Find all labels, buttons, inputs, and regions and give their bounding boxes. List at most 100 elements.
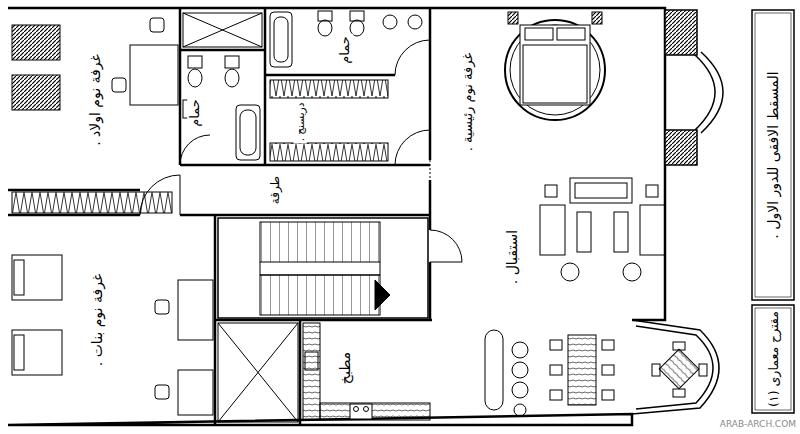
dining-furniture-part (602, 340, 614, 350)
girls-bedroom-furniture-part (155, 300, 169, 314)
title-frame-part (752, 305, 794, 413)
boys-bedroom-furniture (12, 18, 178, 213)
master-bay-window-part (665, 10, 697, 55)
boys-bedroom-furniture-part (130, 45, 178, 105)
girls-bedroom-furniture-part (155, 385, 169, 399)
dining-furniture (550, 335, 707, 405)
dining-furniture-part (673, 389, 685, 397)
bath-fixtures-part (183, 13, 262, 47)
reception-furniture-part (540, 205, 565, 255)
kitchen-counters-part (305, 352, 318, 370)
drawing-title-panel: المسقط الافقى للدور الاول . (756, 14, 790, 296)
dining-furniture-part (602, 365, 614, 375)
dressing-closets (270, 80, 388, 161)
girls-bedroom-furniture-part (12, 255, 62, 300)
bath-fixtures-part (183, 13, 262, 47)
bath-fixtures-part (188, 69, 202, 87)
dining-furniture-part (699, 364, 707, 376)
walls-part (180, 49, 265, 52)
doors-part (140, 175, 180, 215)
room: طرقة (180, 165, 430, 215)
walls-part (8, 8, 665, 425)
room-label: حمام (337, 34, 353, 66)
drawing-title: المسقط الافقى للدور الاول . (765, 69, 782, 240)
doors (140, 130, 462, 262)
reception-furniture-part (561, 263, 579, 281)
stair-part (375, 280, 390, 310)
corridor-shaft-part (218, 323, 298, 422)
boys-bedroom-furniture-part (150, 18, 164, 32)
walls (8, 8, 665, 425)
reception-furniture-part (577, 212, 591, 252)
master-bed-part (508, 12, 518, 24)
corridor-shaft (218, 323, 298, 422)
kitchen-counters-part (320, 403, 430, 420)
stair-part (260, 222, 380, 262)
boys-bedroom-furniture-part (12, 25, 60, 60)
title-frame-part (755, 308, 791, 410)
room: غرفة نوم اولاد . (10, 10, 180, 190)
girls-bedroom-furniture-part (12, 330, 62, 375)
dining-furniture-part (673, 342, 685, 350)
title-frame-part (752, 10, 794, 300)
dining-bay-window-part (636, 326, 713, 409)
stair-part (260, 262, 380, 275)
drawing-caption-panel: مقترح معمارى (١) (756, 309, 790, 409)
boys-bedroom-furniture-part (12, 75, 60, 110)
master-bay-window-part (701, 52, 723, 133)
master-bed-part (592, 12, 602, 24)
kitchen-counters-part (512, 342, 528, 358)
master-bed-part (525, 28, 553, 40)
room: مطبخ (300, 320, 480, 425)
bath-fixtures-part (274, 17, 288, 62)
dining-furniture-part (652, 364, 660, 376)
master-bed-part (505, 20, 605, 120)
bath-fixtures-part (225, 56, 239, 68)
bath-fixtures-part (236, 105, 260, 160)
bath-fixtures-part (395, 40, 430, 75)
reception-furniture-part (545, 185, 557, 197)
room-label: طرقة (268, 174, 282, 206)
drawing-caption: مقترح معمارى (١) (766, 309, 781, 409)
dining-furniture-part (550, 340, 562, 350)
kitchen-counters-part (350, 404, 372, 419)
reception-furniture-part (640, 205, 665, 255)
kitchen-counters-part (514, 404, 526, 416)
walls-part (265, 74, 395, 77)
girls-bedroom-furniture-part (14, 260, 24, 295)
dining-furniture-part (550, 390, 562, 400)
master-bay-window-part (695, 55, 715, 130)
corridor-shaft-part (218, 323, 298, 422)
bath-fixtures-part (270, 12, 292, 67)
room-label: مطبخ (337, 350, 354, 386)
stair-part (260, 275, 380, 315)
doors-part (430, 230, 462, 262)
reception-furniture-part (570, 178, 632, 203)
dressing-closets-part (270, 143, 388, 161)
kitchen-counters-part (512, 362, 528, 378)
master-bay-window-part (665, 130, 697, 165)
walls-part (180, 164, 430, 167)
dining-furniture-part (659, 349, 699, 389)
kitchen-counters-part (364, 407, 369, 412)
doors-part (430, 160, 431, 180)
walls-part (179, 8, 182, 165)
kitchen-counters (303, 323, 528, 420)
room: حمام (180, 50, 265, 165)
girls-bedroom-furniture-part (178, 370, 213, 415)
stair (218, 218, 428, 318)
doors-part (395, 130, 430, 165)
dining-bay-window (632, 320, 719, 414)
watermark: ARAB-ARCH.COM (720, 419, 796, 429)
room-label: غرفة نوم اولاد . (87, 52, 104, 148)
girls-bedroom-furniture-part (14, 335, 24, 370)
room: استقبال . (430, 165, 665, 320)
room-label: حمام (187, 97, 203, 129)
dining-furniture-part (550, 365, 562, 375)
reception-furniture-part (614, 212, 628, 252)
room-label: غرفة نوم رئيسية . (460, 51, 476, 153)
dining-bay-window-part (632, 320, 719, 414)
master-bed (505, 12, 605, 120)
